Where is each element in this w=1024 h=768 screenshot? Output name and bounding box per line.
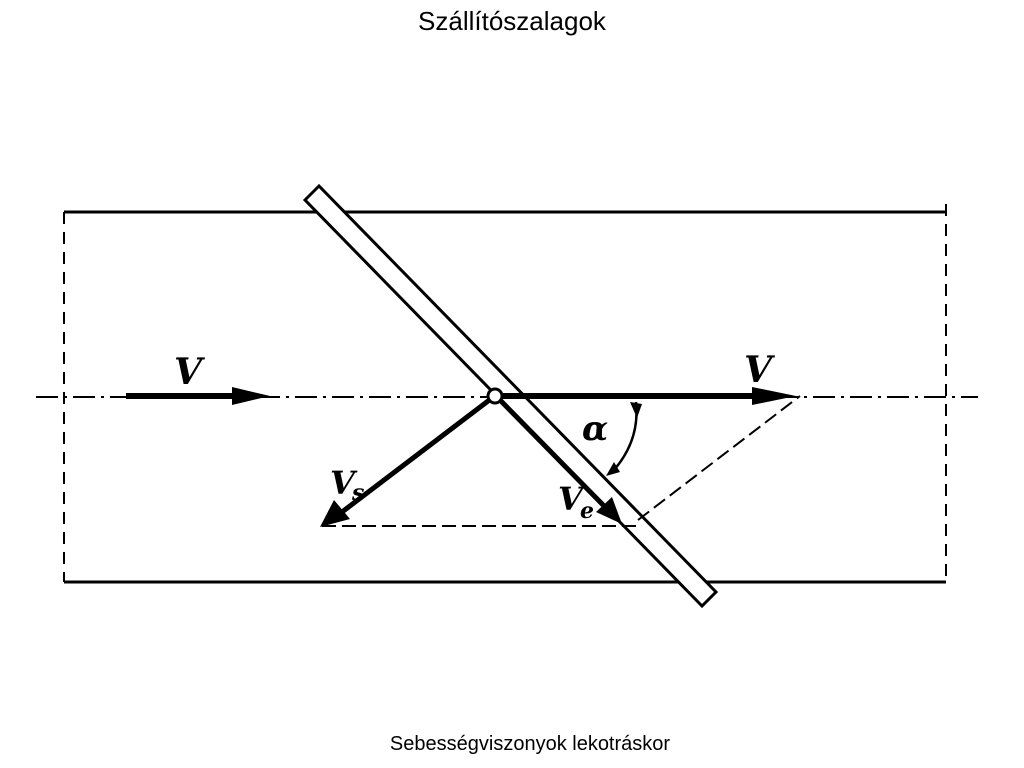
v-e-arrow — [498, 398, 610, 512]
v-e-arrowhead — [596, 497, 622, 524]
alpha-arc-arrowhead-lower — [606, 462, 620, 476]
slide-title: Szállítószalagok — [418, 6, 606, 36]
v-s-arrow — [340, 396, 494, 514]
v-in-arrowhead — [232, 387, 270, 405]
label-v-e-sub: e — [580, 498, 594, 524]
label-v-s-sub: s — [351, 480, 364, 506]
v-out-arrowhead — [752, 387, 796, 405]
label-v-s: V — [330, 464, 358, 502]
label-alpha: α — [582, 409, 608, 449]
label-v-e: V — [558, 480, 586, 518]
alpha-arc — [613, 401, 638, 471]
label-v-in: V — [174, 351, 205, 393]
pivot-point — [486, 387, 504, 405]
v-s-arrowhead — [320, 500, 350, 527]
label-v-out: V — [744, 349, 775, 391]
construction-line-diagonal — [637, 395, 801, 521]
alpha-arc-arrowhead — [630, 402, 642, 418]
slide-caption: Sebességviszonyok lekotráskor — [389, 733, 671, 755]
